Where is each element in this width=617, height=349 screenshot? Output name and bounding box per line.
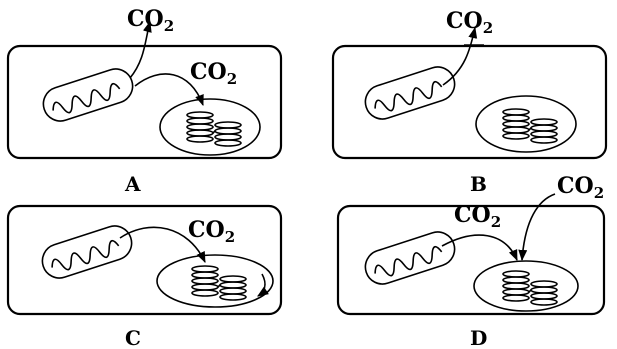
co2-label: CO2 (446, 8, 493, 37)
co2-arrow-within (257, 273, 269, 297)
panel-c: CO2 C (6, 204, 283, 349)
mitochondrion (42, 68, 134, 122)
panel-b: CO2 B (331, 8, 608, 196)
panel-label: A (124, 172, 141, 196)
co2-arrow-to-chloroplast (134, 73, 204, 107)
co2-label: CO2 (557, 173, 604, 202)
panel-d: CO2 CO2 D (336, 173, 606, 349)
co2-label: CO2 (454, 202, 501, 231)
cell-outline (6, 204, 283, 316)
co2-arrow-out (442, 26, 478, 86)
co2-arrow-to-chloroplast (441, 234, 518, 262)
panel-label: C (125, 326, 141, 349)
mitochondrion (41, 225, 133, 279)
cell-outline (336, 204, 606, 316)
co2-arrow-from-outside (518, 193, 556, 262)
mitochondrion (364, 66, 456, 120)
co2-arrow-out (129, 20, 152, 79)
chloroplast (159, 98, 261, 156)
co2-label: CO2 (127, 6, 174, 35)
panel-label: D (470, 326, 487, 349)
panel-a: CO2 CO2 A (6, 6, 283, 196)
chloroplast (475, 95, 577, 153)
chloroplast (156, 254, 274, 308)
co2-label: CO2 (188, 217, 235, 246)
chloroplast (473, 260, 579, 312)
co2-label: CO2 (190, 59, 237, 88)
mitochondrion (364, 231, 456, 285)
panel-label: B (470, 172, 487, 196)
co2-arrow-to-chloroplast (119, 226, 206, 264)
